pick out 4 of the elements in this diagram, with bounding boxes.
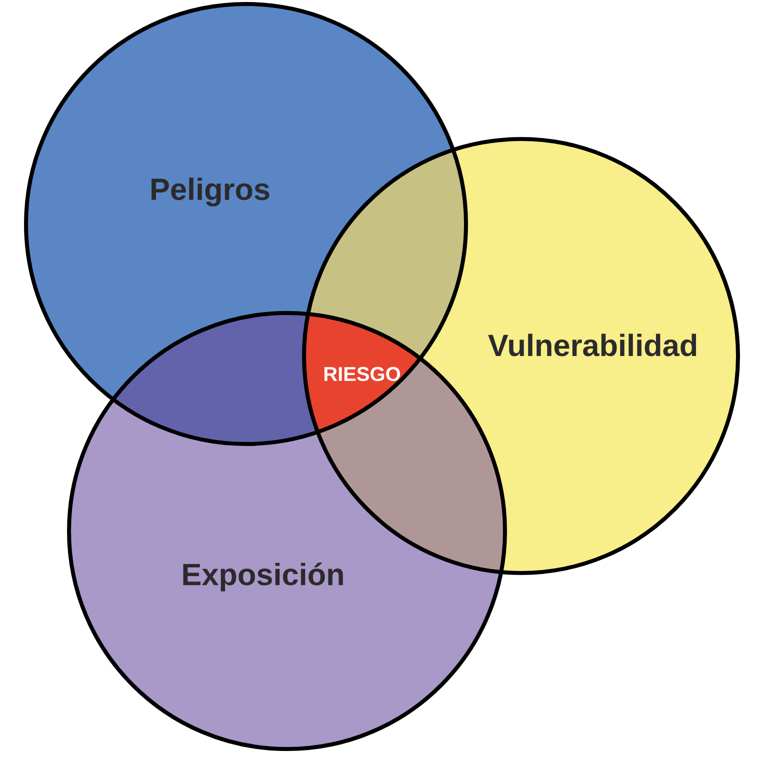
risk-region: RIESGO <box>324 366 400 382</box>
circle-label: Peligros <box>152 178 270 206</box>
circle-label: Exposición <box>183 562 343 592</box>
circle-label: Vulnerabilidad <box>488 334 696 356</box>
